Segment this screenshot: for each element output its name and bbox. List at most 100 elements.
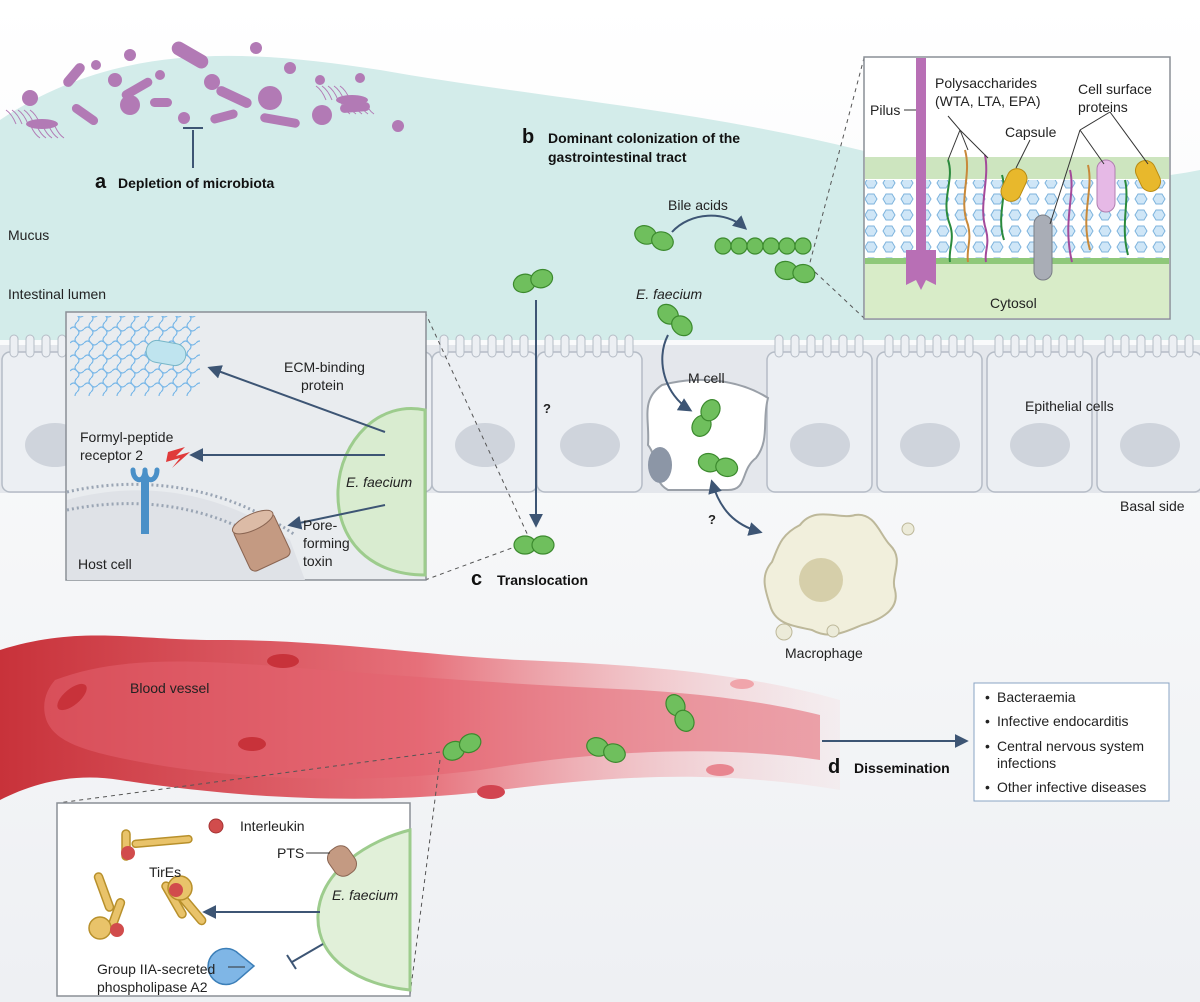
panel-b-title-line1: Dominant colonization of the — [548, 130, 740, 146]
microbe-coccus — [250, 42, 262, 54]
microbe-rod — [63, 63, 85, 87]
ecm-binding-protein-shape — [145, 339, 187, 367]
e-faecium-diplococcus — [634, 225, 674, 251]
outcomes-box — [973, 682, 1170, 802]
microbe-coccus — [178, 112, 190, 124]
e-faecium-diplococcus — [774, 260, 816, 284]
microbe-coccus — [284, 62, 296, 74]
epithelial-cell — [536, 334, 643, 493]
outcome-endocarditis: Infective endocarditis — [997, 713, 1129, 729]
label-m-cell: M cell — [688, 370, 725, 386]
e-faecium-diplococcus — [657, 303, 693, 337]
e-faecium-diplococci — [442, 225, 816, 763]
label-interleukin: Interleukin — [240, 818, 305, 834]
epithelial-cell — [431, 334, 538, 493]
chain-coccus — [778, 237, 796, 255]
microbe-coccus — [258, 86, 282, 110]
microbe-coccus — [124, 49, 136, 61]
translocation-question: ? — [543, 401, 551, 416]
microbe-rod — [71, 103, 99, 126]
signal-bolt — [166, 447, 190, 468]
panel-b-title-line2: gastrointestinal tract — [548, 149, 687, 165]
e-faecium-diplococcus — [586, 737, 626, 763]
epithelial-cell — [876, 334, 983, 493]
epithelial-cell — [986, 334, 1093, 493]
microbe-rod — [121, 77, 153, 100]
chain-coccus — [762, 237, 780, 255]
epithelial-cell — [1096, 334, 1200, 493]
label-toxin-3: toxin — [303, 553, 333, 569]
label-ecm-1: ECM-binding — [284, 359, 365, 375]
outcome-bullet: • — [985, 713, 990, 729]
microbe-coccus — [355, 73, 365, 83]
chain-coccus — [730, 237, 748, 255]
label-toxin-1: Pore- — [303, 517, 338, 533]
microbe-rod — [216, 86, 252, 108]
e-faecium-diplococcus — [513, 535, 555, 555]
pilus-shaft — [916, 58, 926, 258]
label-blood-vessel: Blood vessel — [130, 680, 209, 696]
panel-c-title: Translocation — [497, 572, 588, 588]
host-cell-inset — [65, 311, 531, 581]
label-mucus: Mucus — [8, 227, 49, 243]
macrophage — [763, 513, 915, 641]
fpr2-receptor — [141, 478, 149, 534]
e-faecium-diplococcus — [665, 694, 695, 732]
macrophage-arrow — [708, 479, 763, 536]
outcome-other: Other infective diseases — [997, 779, 1146, 795]
e-faecium-diplococcus — [697, 452, 739, 478]
label-cell-surface-2: proteins — [1078, 99, 1128, 115]
macrophage-question: ? — [708, 512, 716, 527]
microbiota-cluster — [5, 41, 404, 139]
panel-letter-b: b — [522, 126, 534, 148]
label-pla2-2: phospholipase A2 — [97, 979, 208, 995]
panel-letter-c: c — [471, 568, 482, 590]
microbe-coccus — [22, 90, 38, 106]
pore-forming-toxin-shape — [231, 509, 291, 572]
cell-wall-inset — [807, 56, 1171, 320]
label-e-faecium-lumen: E. faecium — [636, 286, 702, 302]
pts-shape — [326, 845, 358, 877]
bile-arrow — [671, 214, 748, 233]
outcome-bullet: • — [985, 689, 990, 705]
label-polysaccharides-2: (WTA, LTA, EPA) — [935, 93, 1041, 109]
e-faecium-diplococcus — [512, 268, 554, 294]
label-fpr-1: Formyl-peptide — [80, 429, 174, 445]
panel-letter-a: a — [95, 171, 107, 193]
label-epithelial-cells: Epithelial cells — [1025, 398, 1114, 414]
microbe-coccus — [315, 75, 325, 85]
label-intestinal-lumen: Intestinal lumen — [8, 286, 106, 302]
label-pts: PTS — [277, 845, 304, 861]
label-macrophage: Macrophage — [785, 645, 863, 661]
microbe-coccus — [120, 95, 140, 115]
microbe-rod — [150, 98, 172, 107]
microbe-coccus — [108, 73, 122, 87]
panel-letter-d: d — [828, 756, 840, 778]
label-e-faecium-host: E. faecium — [346, 474, 412, 490]
epithelial-cell — [766, 334, 873, 493]
label-capsule: Capsule — [1005, 124, 1057, 140]
immune-inset — [56, 751, 441, 997]
blood-vessel — [0, 635, 840, 800]
label-pla2-1: Group IIA-secreted — [97, 961, 215, 977]
microbe-coccus — [312, 105, 332, 125]
m-cell-entry-arrow — [661, 334, 693, 412]
panel-d-title: Dissemination — [854, 760, 950, 776]
chain-coccus — [794, 237, 812, 255]
e-faecium-diplococcus — [691, 399, 721, 437]
microbe-coccus — [392, 120, 404, 132]
surface-protein-pink — [1096, 159, 1116, 213]
m-cell-nucleus — [648, 447, 672, 483]
outcome-cns-1: Central nervous system — [997, 738, 1144, 754]
bacterial-chain — [714, 237, 812, 255]
outcome-bacteraemia: Bacteraemia — [997, 689, 1076, 705]
label-host-cell: Host cell — [78, 556, 132, 572]
label-ecm-2: protein — [301, 377, 344, 393]
chain-coccus — [714, 237, 732, 255]
microbe-coccus — [91, 60, 101, 70]
microbe-rod — [260, 113, 300, 128]
label-tires: TirEs — [149, 864, 181, 880]
outcome-bullet: • — [985, 779, 990, 795]
